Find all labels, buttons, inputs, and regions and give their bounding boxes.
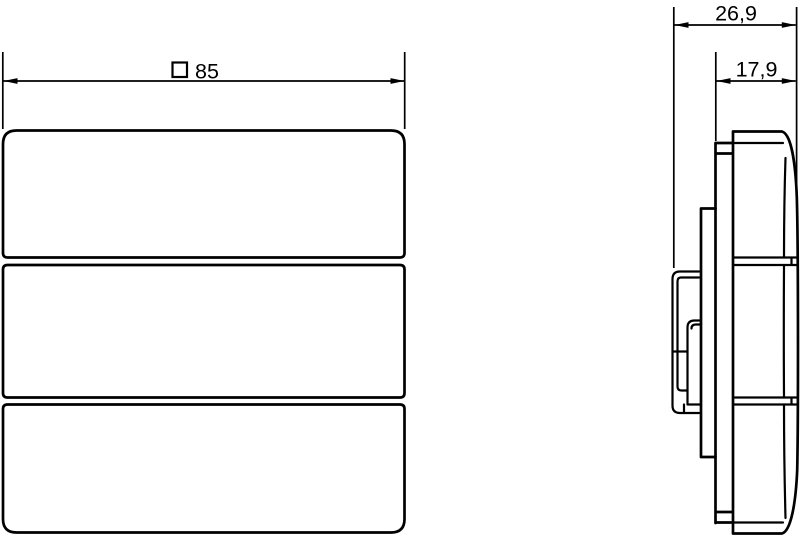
dimension-front-depth: 17,9 bbox=[714, 52, 796, 141]
rocker-groove-upper bbox=[732, 256, 798, 267]
mounting-claw-inner-line bbox=[676, 276, 701, 392]
dimension-total-depth-label: 26,9 bbox=[715, 2, 757, 26]
arrowhead-left bbox=[716, 78, 731, 84]
insert-body bbox=[699, 207, 717, 459]
rocker-middle bbox=[1, 263, 406, 399]
arrowhead-left bbox=[3, 78, 18, 84]
square-symbol-icon bbox=[171, 61, 189, 79]
dimension-total-depth: 26,9 bbox=[672, 2, 798, 268]
arrowhead-right bbox=[390, 78, 405, 84]
front-view bbox=[1, 129, 406, 534]
arrowhead-right bbox=[781, 22, 796, 28]
rocker-face-bottom bbox=[782, 403, 787, 520]
side-view bbox=[671, 130, 800, 535]
dimension-width: 85 bbox=[1, 52, 406, 129]
rocker-face-top bbox=[782, 156, 787, 259]
arrowhead-left bbox=[674, 22, 689, 28]
rocker-top bbox=[1, 129, 406, 259]
release-clip bbox=[686, 319, 703, 406]
arrowhead-right bbox=[781, 78, 796, 84]
rocker-bottom bbox=[1, 403, 406, 534]
dimension-width-label: 85 bbox=[195, 60, 219, 84]
front-plate-outline bbox=[731, 130, 800, 535]
mounting-claw-outline bbox=[671, 270, 701, 415]
release-clip-inner-line bbox=[690, 323, 703, 330]
dimension-front-depth-label: 17,9 bbox=[736, 58, 778, 82]
adapter-frame bbox=[714, 141, 734, 525]
rocker-groove-lower bbox=[732, 396, 799, 406]
